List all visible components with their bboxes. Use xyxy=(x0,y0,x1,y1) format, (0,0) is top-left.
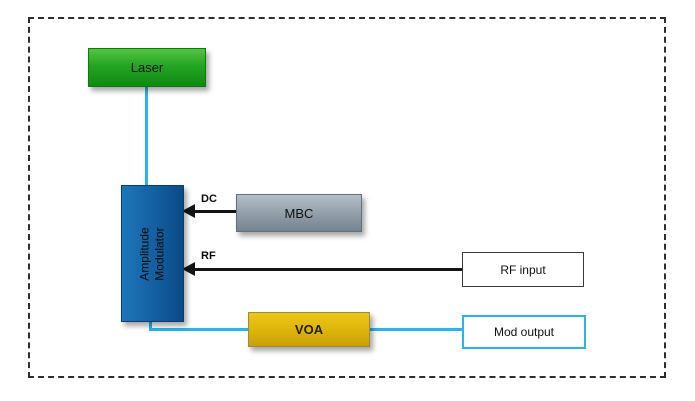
rf-arrowhead-icon xyxy=(182,262,195,276)
mbc-node: MBC xyxy=(236,194,362,232)
amplitude-modulator-label-line2: Modulator xyxy=(152,226,167,281)
voa-label: VOA xyxy=(294,322,324,337)
amplitude-modulator-label-line1: Amplitude xyxy=(137,226,152,281)
voa-node: VOA xyxy=(248,312,370,347)
dc-signal-label: DC xyxy=(201,193,217,205)
optical-line-modulator-down xyxy=(149,319,152,331)
rf-arrow-line xyxy=(193,268,463,271)
mod-output-node: Mod output xyxy=(462,315,586,349)
amplitude-modulator-node: Amplitude Modulator xyxy=(121,185,184,322)
mbc-label: MBC xyxy=(284,205,314,221)
optical-line-to-voa xyxy=(149,328,249,331)
dc-arrowhead-icon xyxy=(182,204,195,218)
optical-line-voa-to-output xyxy=(367,328,463,331)
laser-node: Laser xyxy=(88,48,206,87)
rf-input-node: RF input xyxy=(462,252,584,287)
amplitude-modulator-label: Amplitude Modulator xyxy=(138,227,168,280)
laser-label: Laser xyxy=(130,60,164,75)
mod-output-label: Mod output xyxy=(493,325,555,339)
rf-input-label: RF input xyxy=(500,262,546,277)
rf-signal-label: RF xyxy=(201,250,216,262)
optical-line-laser-to-modulator xyxy=(145,85,148,186)
dc-arrow-line xyxy=(193,210,237,213)
